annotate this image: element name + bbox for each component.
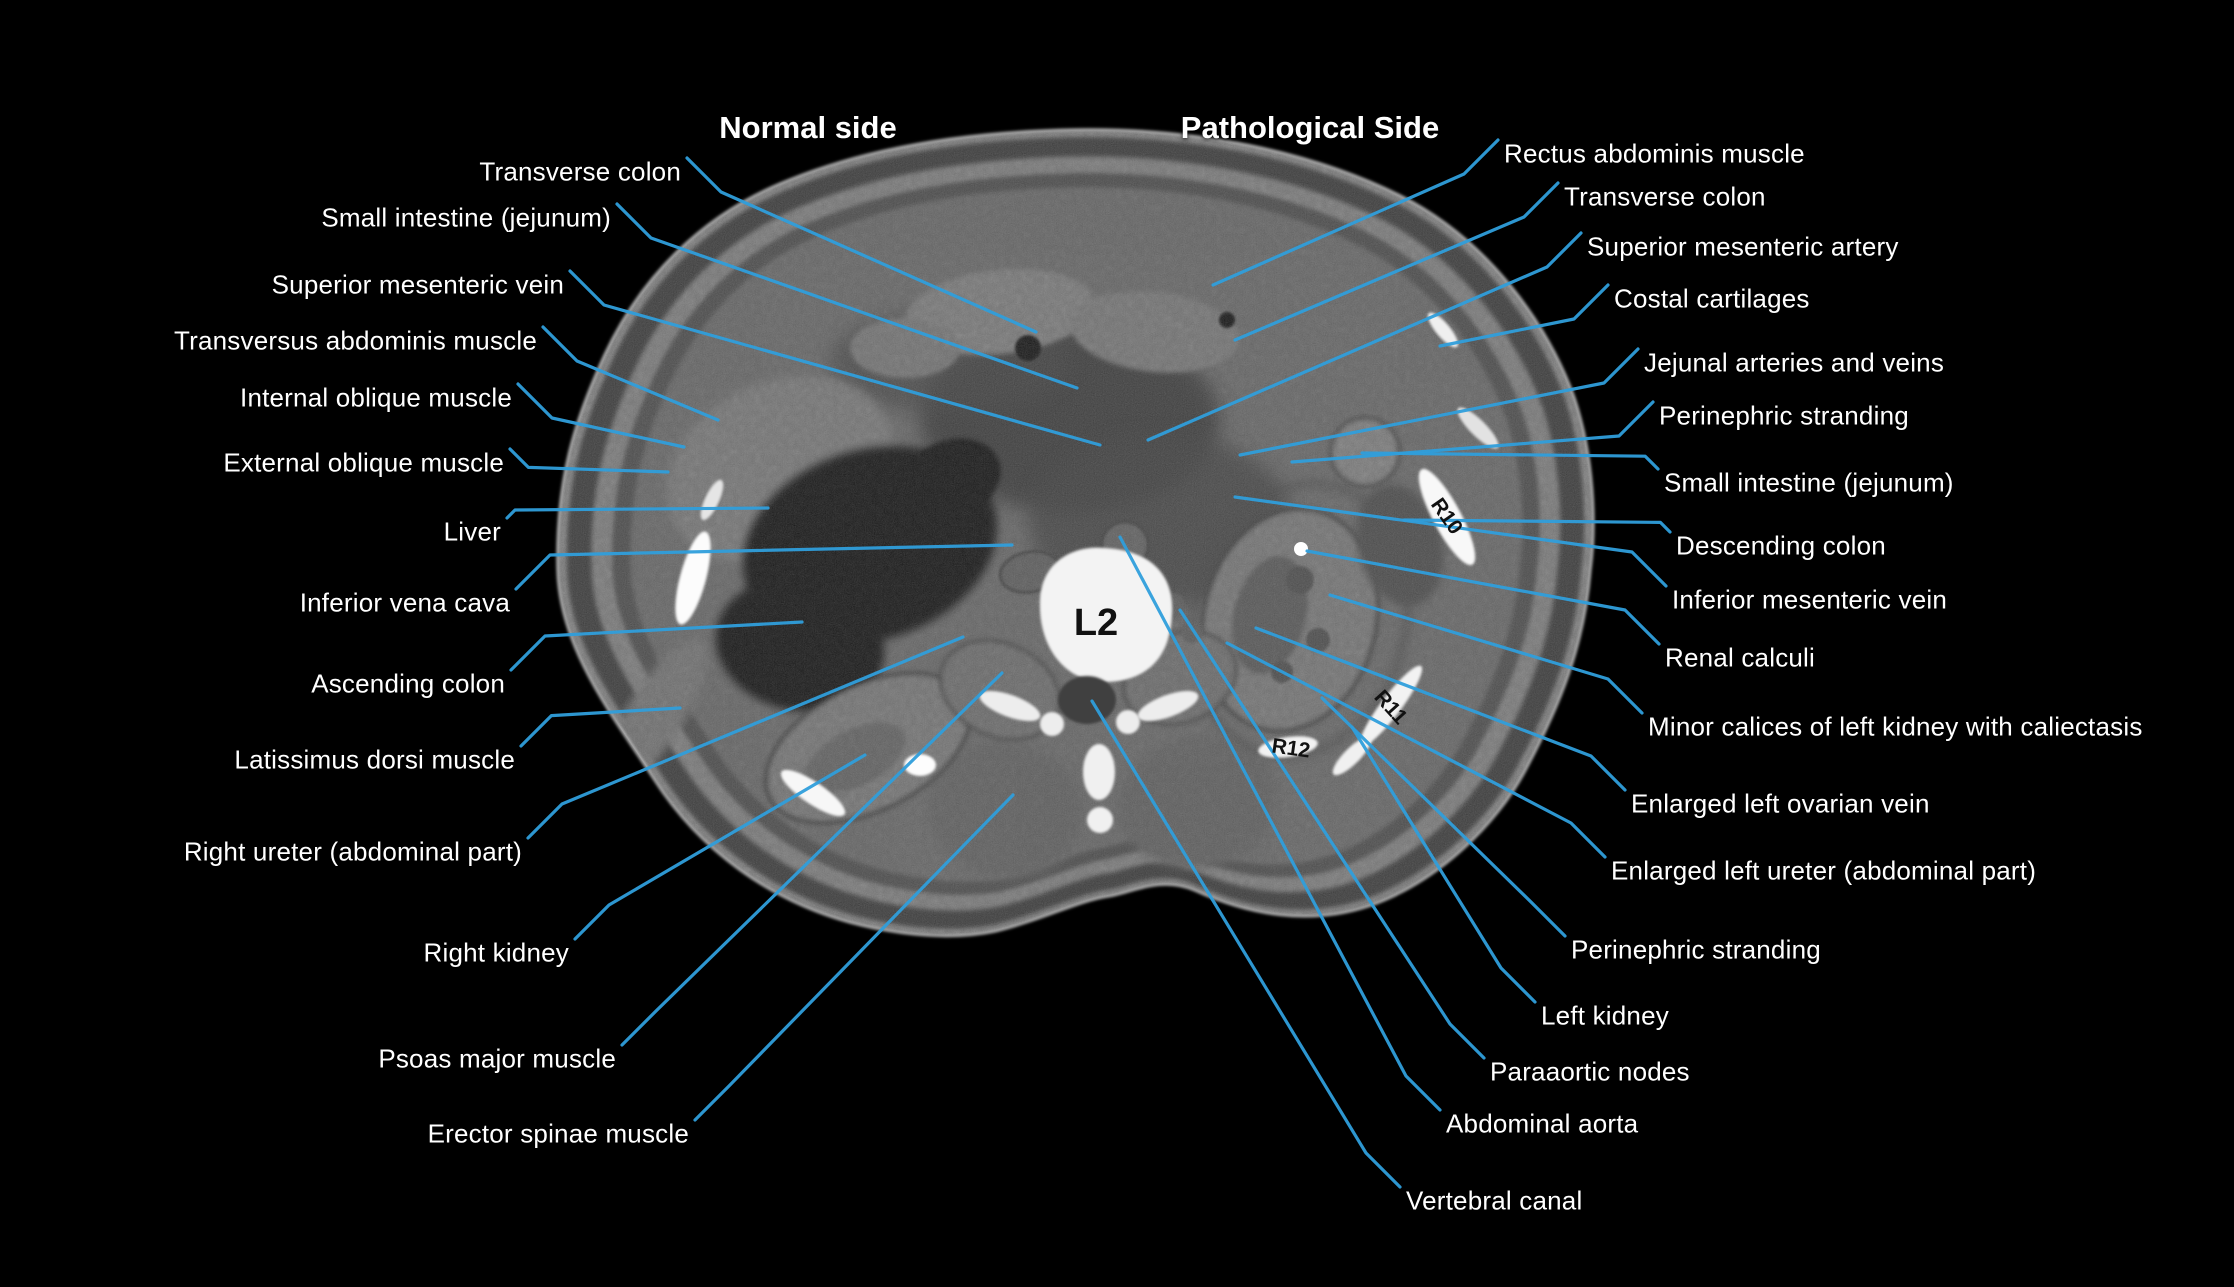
leader-line-right-7 <box>1402 518 1672 534</box>
rib-10-left <box>1418 468 1476 566</box>
rib-11-left-2 <box>1332 736 1372 776</box>
leader-line-right-15 <box>1178 608 1486 1060</box>
leader-line-right-14 <box>1350 725 1537 1004</box>
leader-line-left-6 <box>505 506 770 520</box>
leader-line-right-12 <box>1225 641 1607 859</box>
leader-line-right-10 <box>1328 593 1644 715</box>
leader-line-right-16 <box>1118 535 1442 1112</box>
leader-line-right-17 <box>1090 699 1402 1189</box>
renal-calculus <box>1294 542 1308 556</box>
leader-line-left-12 <box>620 671 1004 1047</box>
leader-line-right-2 <box>1146 231 1583 442</box>
leader-line-left-5 <box>508 447 670 474</box>
lamina-left <box>1116 710 1140 734</box>
leader-line-left-4 <box>516 382 686 449</box>
leader-line-right-6 <box>1360 451 1660 471</box>
leader-line-right-4 <box>1238 347 1640 457</box>
transverse-process-right <box>979 690 1041 722</box>
leader-line-left-0 <box>685 156 1038 334</box>
leader-line-right-0 <box>1211 138 1500 287</box>
leader-line-right-11 <box>1254 626 1627 792</box>
leader-line-left-13 <box>693 793 1015 1122</box>
transverse-process-left <box>1137 690 1199 722</box>
leader-line-left-8 <box>509 620 804 672</box>
leader-line-right-3 <box>1438 283 1610 348</box>
costal-cartilage-left-side <box>1427 312 1459 348</box>
leader-line-right-9 <box>1305 549 1661 646</box>
leader-line-right-1 <box>1233 181 1560 342</box>
lamina-right <box>1040 712 1064 736</box>
pathological-side-header: Pathological Side <box>1180 110 1440 145</box>
leader-line-left-3 <box>541 325 720 422</box>
leader-line-left-2 <box>568 269 1102 447</box>
l2-vertebral-body <box>1039 547 1173 683</box>
rib-right-flank <box>577 761 633 859</box>
vertebra-label: L2 <box>1074 602 1118 644</box>
leader-line-left-10 <box>526 635 965 840</box>
leader-line-right-8 <box>1233 495 1668 588</box>
leader-line-left-7 <box>514 543 1014 591</box>
leader-line-left-9 <box>519 706 682 748</box>
leader-line-left-11 <box>573 753 867 941</box>
rib-tip-right <box>780 769 846 817</box>
vertebral-canal <box>1058 676 1116 724</box>
rib-marker-r12: R12 <box>1270 734 1311 762</box>
costal-cartilage-left-side-2 <box>1457 407 1499 449</box>
spinous-process <box>1083 744 1115 800</box>
normal-side-header: Normal side <box>719 110 897 145</box>
leader-line-right-13 <box>1320 696 1567 938</box>
costal-cartilage-right-side <box>675 531 711 625</box>
leader-lines <box>505 138 1672 1189</box>
spinous-process-tip <box>1087 807 1113 833</box>
leader-line-left-1 <box>615 202 1079 390</box>
